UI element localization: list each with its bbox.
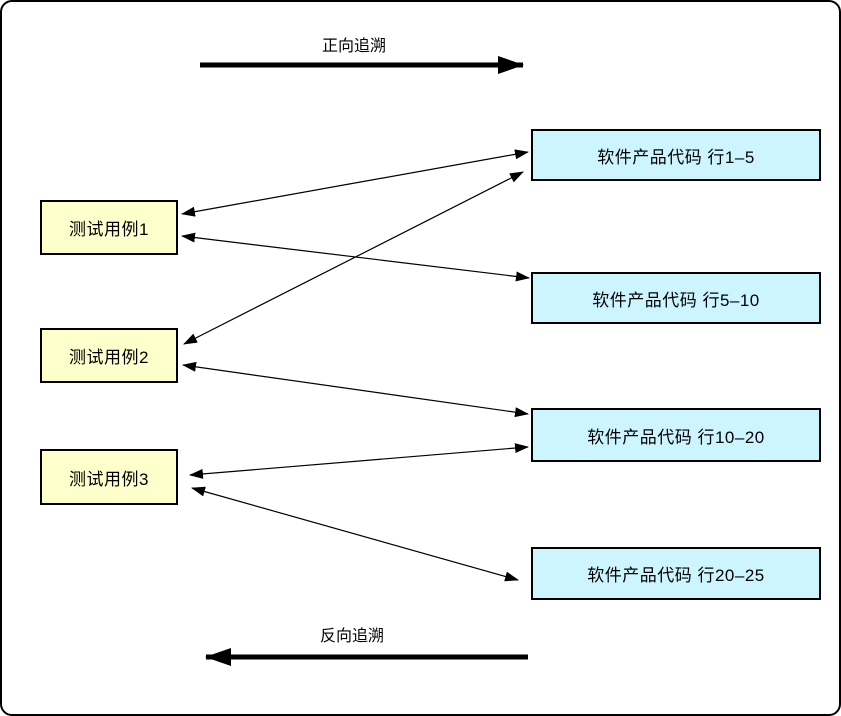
connection-arrow-1 [181, 149, 529, 217]
test-case-box-2: 测试用例2 [40, 328, 178, 383]
test-case-box-3: 测试用例3 [40, 449, 178, 505]
forward-trace-label: 正向追溯 [321, 38, 387, 55]
connection-arrow-3 [183, 171, 524, 345]
code-block-box-3: 软件产品代码 行10–20 [531, 408, 821, 462]
code-block-box-2: 软件产品代码 行5–10 [531, 272, 821, 324]
code-block-box-1: 软件产品代码 行1–5 [531, 129, 821, 181]
test-case-box-1: 测试用例1 [40, 200, 178, 255]
code-block-box-4: 软件产品代码 行20–25 [531, 547, 821, 600]
connection-arrow-4 [182, 361, 529, 418]
connection-arrow-5 [189, 443, 529, 479]
connection-arrow-6 [191, 486, 519, 582]
backward-trace-label: 反向追溯 [319, 628, 385, 645]
